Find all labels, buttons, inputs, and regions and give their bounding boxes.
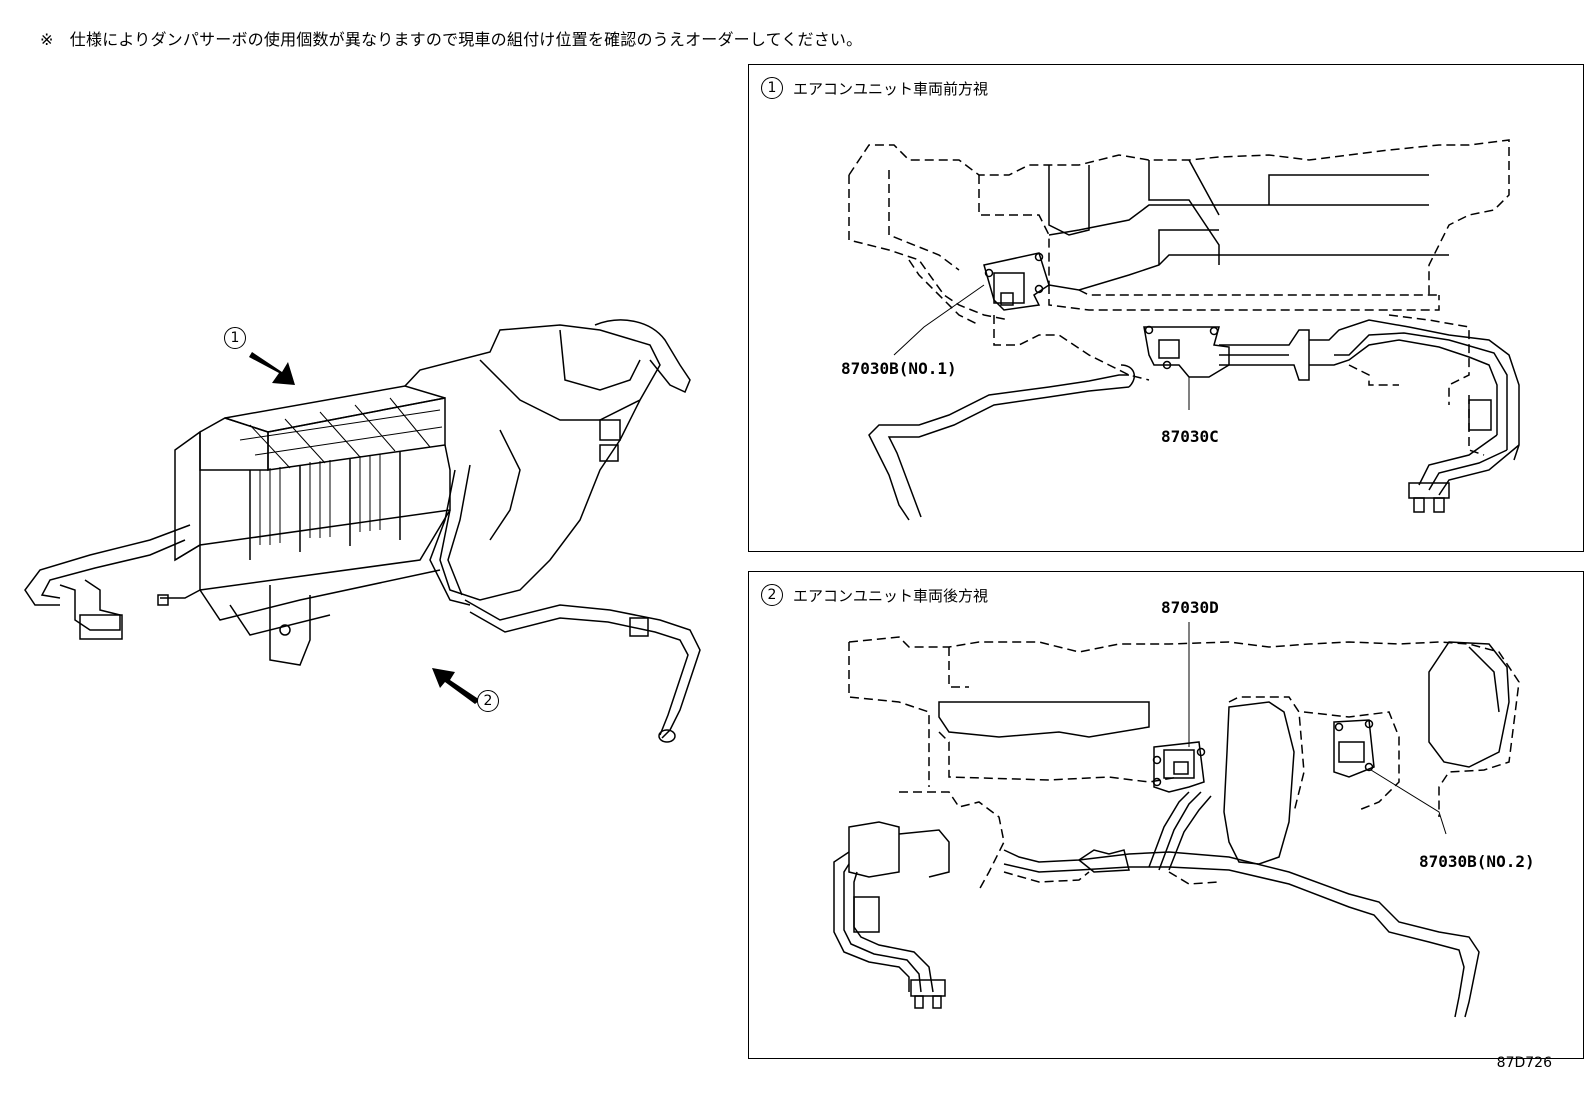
part-label-87030B-no2: 87030B(NO.2) xyxy=(1419,852,1535,871)
panel-number-badge: 2 xyxy=(761,584,783,606)
ac-unit-isometric-drawing xyxy=(24,319,701,743)
front-view-panel: 1 エアコンユニット車両前方視 xyxy=(748,64,1584,552)
front-view-drawing xyxy=(848,139,1520,521)
view-marker-2: 2 xyxy=(477,690,499,712)
part-label-87030D: 87030D xyxy=(1161,598,1219,617)
panel-number-badge: 1 xyxy=(761,77,783,99)
order-note: ※ 仕様によりダンパサーボの使用個数が異なりますので現車の組付け位置を確認のうえ… xyxy=(40,30,863,49)
part-label-87030B-no1: 87030B(NO.1) xyxy=(841,359,957,378)
rear-view-drawing xyxy=(833,622,1520,1018)
diagram-id: 87D726 xyxy=(1496,1055,1552,1071)
panel-title: 2 エアコンユニット車両後方視 xyxy=(761,584,988,606)
view-marker-1: 1 xyxy=(224,327,246,349)
part-label-87030C: 87030C xyxy=(1161,427,1219,446)
rear-view-panel: 2 エアコンユニット車両後方視 xyxy=(748,571,1584,1059)
panel-title-text: エアコンユニット車両後方視 xyxy=(793,586,989,605)
panel-title: 1 エアコンユニット車両前方視 xyxy=(761,77,988,99)
panel-title-text: エアコンユニット車両前方視 xyxy=(793,79,989,98)
